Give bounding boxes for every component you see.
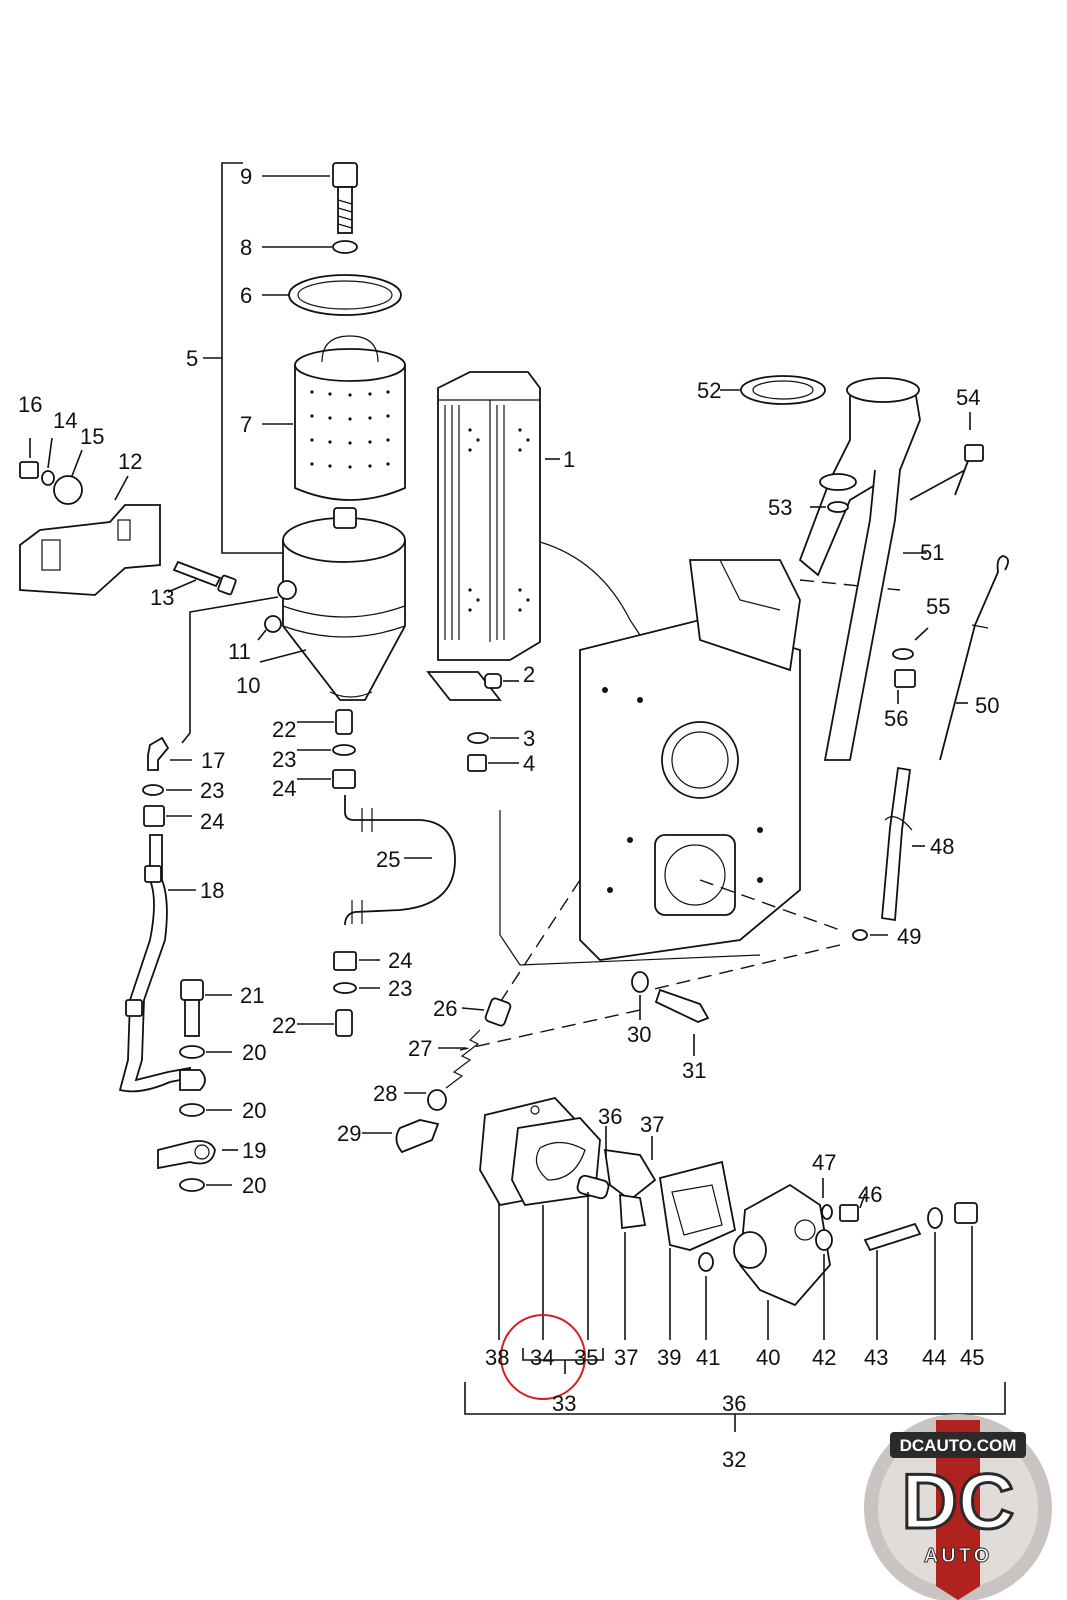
label-23a: 23 — [272, 747, 296, 772]
label-38: 38 — [485, 1345, 509, 1370]
label-32: 32 — [722, 1447, 746, 1472]
label-50: 50 — [975, 693, 999, 718]
label-9: 9 — [240, 164, 252, 189]
label-24a: 24 — [272, 776, 296, 801]
label-36a: 36 — [598, 1104, 622, 1129]
label-48: 48 — [930, 834, 954, 859]
label-7: 7 — [240, 412, 252, 437]
label-49: 49 — [897, 924, 921, 949]
dcauto-logo: DCAUTO.COM DC AUTO — [864, 1414, 1052, 1600]
label-54: 54 — [956, 385, 980, 410]
label-55: 55 — [926, 594, 950, 619]
label-20b: 20 — [242, 1098, 266, 1123]
crankcase-outline — [459, 541, 901, 1051]
label-6: 6 — [240, 283, 252, 308]
oil-cooler — [437, 371, 560, 661]
label-4: 4 — [523, 751, 535, 776]
label-43: 43 — [864, 1345, 888, 1370]
oil-filler-assembly — [720, 375, 984, 761]
oil-hose — [344, 795, 456, 926]
label-33: 33 — [552, 1391, 576, 1416]
label-23b: 23 — [200, 778, 224, 803]
label-45: 45 — [960, 1345, 984, 1370]
logo-letters: DC — [902, 1457, 1015, 1545]
label-44: 44 — [922, 1345, 946, 1370]
label-53: 53 — [768, 495, 792, 520]
label-37b: 37 — [614, 1345, 638, 1370]
label-12: 12 — [118, 449, 142, 474]
label-47: 47 — [812, 1150, 836, 1175]
pressure-sender-parts — [631, 971, 710, 1056]
label-3: 3 — [523, 726, 535, 751]
label-23c: 23 — [388, 976, 412, 1001]
label-51: 51 — [920, 540, 944, 565]
union-fittings-upper — [297, 709, 356, 789]
label-14: 14 — [53, 408, 77, 433]
label-56: 56 — [884, 706, 908, 731]
part-labels: 1 2 3 4 5 6 7 8 9 10 11 12 13 14 15 16 1… — [18, 164, 999, 1472]
label-5: 5 — [186, 346, 198, 371]
label-10: 10 — [236, 673, 260, 698]
label-22b: 22 — [272, 1013, 296, 1038]
heat-shield-parts — [19, 437, 237, 596]
label-16: 16 — [18, 392, 42, 417]
label-20c: 20 — [242, 1173, 266, 1198]
label-15: 15 — [80, 424, 104, 449]
label-27: 27 — [408, 1036, 432, 1061]
logo-site-text: DCAUTO.COM — [900, 1436, 1017, 1455]
label-24b: 24 — [200, 809, 224, 834]
label-36b: 36 — [722, 1391, 746, 1416]
oil-line-assembly — [118, 736, 238, 1192]
label-40: 40 — [756, 1345, 780, 1370]
filter-assembly — [181, 162, 406, 744]
label-13: 13 — [150, 585, 174, 610]
label-11: 11 — [228, 639, 251, 664]
label-34: 34 — [530, 1345, 554, 1370]
label-28: 28 — [373, 1081, 397, 1106]
label-20a: 20 — [242, 1040, 266, 1065]
label-29: 29 — [337, 1121, 361, 1146]
label-42: 42 — [812, 1345, 836, 1370]
label-39: 39 — [657, 1345, 681, 1370]
label-19: 19 — [242, 1138, 266, 1163]
label-25: 25 — [376, 847, 400, 872]
label-1: 1 — [563, 447, 575, 472]
label-31: 31 — [682, 1058, 706, 1083]
relief-valve-parts — [362, 997, 512, 1154]
label-21: 21 — [240, 983, 264, 1008]
label-2: 2 — [523, 662, 535, 687]
label-22a: 22 — [272, 717, 296, 742]
label-17: 17 — [201, 748, 225, 773]
label-37a: 37 — [640, 1112, 664, 1137]
label-26: 26 — [433, 996, 457, 1021]
dipstick-assembly — [852, 555, 1009, 941]
label-46: 46 — [858, 1182, 882, 1207]
label-8: 8 — [240, 235, 252, 260]
label-30: 30 — [627, 1022, 651, 1047]
label-41: 41 — [696, 1345, 720, 1370]
logo-word: AUTO — [924, 1545, 992, 1567]
label-18: 18 — [200, 878, 224, 903]
label-35: 35 — [574, 1345, 598, 1370]
union-fittings-lower — [297, 951, 380, 1037]
oil-pump-assembly — [464, 1097, 1006, 1432]
highlight-circle — [500, 1314, 586, 1400]
label-52: 52 — [697, 378, 721, 403]
cooler-mount-parts — [426, 671, 519, 772]
label-24c: 24 — [388, 948, 412, 973]
